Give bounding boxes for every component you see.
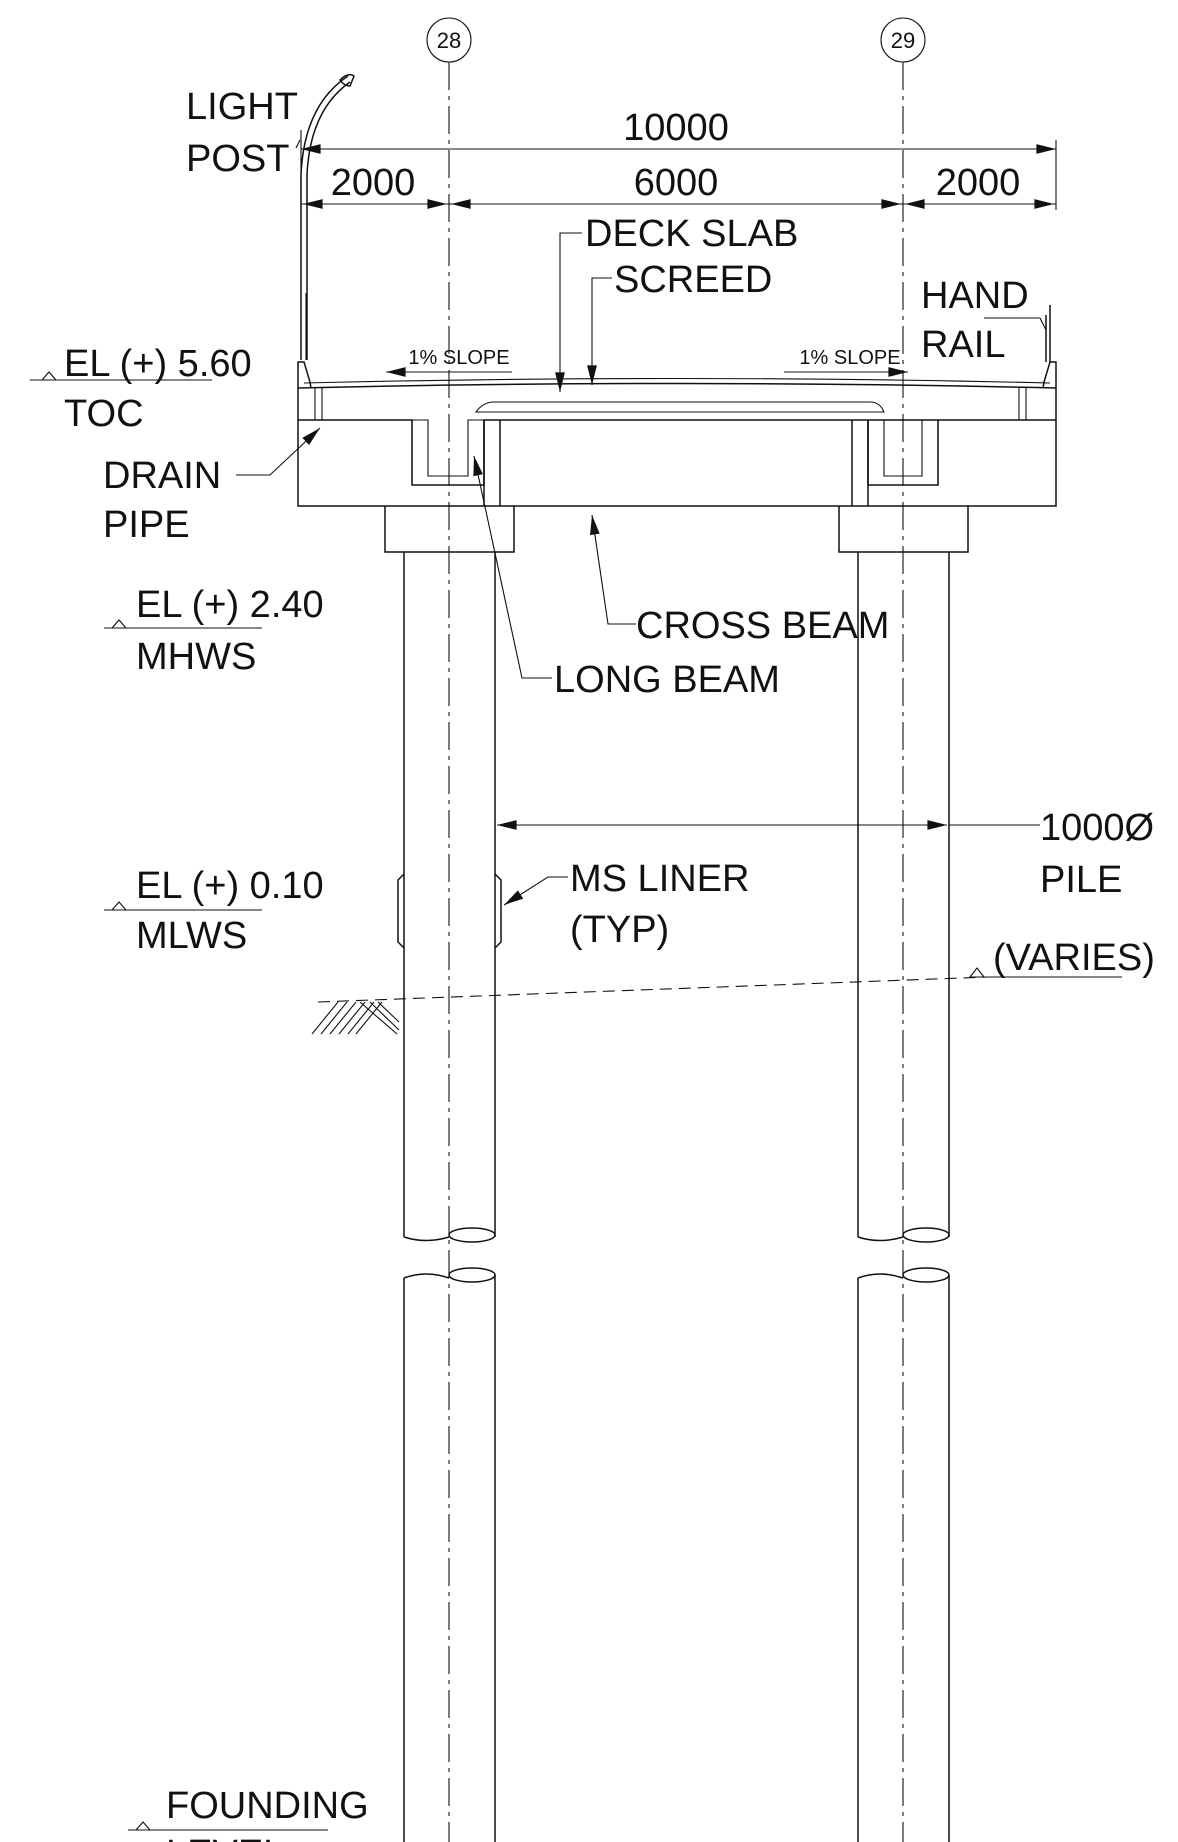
label-drain: DRAIN: [103, 455, 221, 497]
level-founding: FOUNDING LEVEL: [128, 1785, 369, 1842]
label-long-beam: LONG BEAM: [473, 455, 780, 701]
label-light: LIGHT: [186, 86, 298, 128]
label-typ-text: (TYP): [570, 909, 669, 951]
level-toc-name: TOC: [64, 393, 144, 435]
grid-line-29: 29: [880, 17, 926, 1842]
dimension-overall: 10000: [300, 107, 1057, 210]
level-marker-icon: [134, 1821, 152, 1831]
grid-label-29: 29: [891, 28, 915, 53]
label-rail: RAIL: [921, 324, 1005, 366]
level-marker-icon: [968, 967, 986, 978]
light-post: LIGHT POST: [186, 73, 355, 360]
level-mlws-value: EL (+) 0.10: [136, 865, 324, 907]
pile-right: [857, 552, 950, 1842]
level-mhws-name: MHWS: [136, 636, 256, 678]
label-drain-pipe: DRAIN PIPE: [103, 427, 321, 546]
level-marker-icon: [110, 619, 128, 629]
label-cross-beam: CROSS BEAM: [589, 514, 889, 647]
grid-label-28: 28: [437, 28, 461, 53]
label-deck-slab: DECK SLAB: [555, 213, 798, 392]
dimension-overall-text: 10000: [623, 107, 729, 149]
label-pile: 1000Ø PILE: [496, 807, 1154, 901]
slope-right: 1% SLOPE: [784, 347, 909, 377]
level-mlws-name: MLWS: [136, 915, 247, 957]
grid-bubble-28: [426, 17, 472, 63]
label-screed-text: SCREED: [614, 259, 772, 301]
grid-line-28: 28: [426, 17, 472, 1842]
dimension-left-text: 2000: [331, 162, 416, 204]
label-hand-rail: HAND RAIL: [921, 275, 1047, 366]
level-toc-value: EL (+) 5.60: [64, 343, 252, 385]
grid-bubble-29: [880, 17, 926, 63]
slope-left-text: 1% SLOPE: [408, 347, 509, 369]
seabed-line: (VARIES): [311, 937, 1155, 1035]
label-cross-beam-text: CROSS BEAM: [636, 605, 889, 647]
slope-right-text: 1% SLOPE: [799, 347, 900, 369]
label-post: POST: [186, 138, 289, 180]
label-ms-liner: MS LINER (TYP): [503, 858, 749, 951]
level-marker-icon: [40, 371, 58, 381]
deck-structure: [297, 305, 1057, 553]
label-pipe: PIPE: [103, 504, 190, 546]
level-mhws: EL (+) 2.40 MHWS: [104, 584, 324, 678]
label-ms-liner-text: MS LINER: [570, 858, 749, 900]
seabed-hatch-icon: [311, 1001, 400, 1035]
label-varies: (VARIES): [993, 937, 1155, 979]
dimension-center-text: 6000: [634, 162, 719, 204]
label-screed: SCREED: [587, 259, 772, 385]
slope-left: 1% SLOPE: [386, 347, 512, 377]
level-mlws: EL (+) 0.10 MLWS: [104, 865, 324, 957]
dimension-right-text: 2000: [936, 162, 1021, 204]
level-marker-icon: [110, 901, 128, 911]
dimension-segments: 2000 6000 2000: [301, 162, 1056, 209]
label-deck-slab-text: DECK SLAB: [585, 213, 798, 255]
label-hand: HAND: [921, 275, 1029, 317]
level-mhws-value: EL (+) 2.40: [136, 584, 324, 626]
pile-left: [397, 552, 502, 1842]
level-founding-value: FOUNDING: [166, 1785, 369, 1827]
label-pile-size: 1000Ø: [1040, 807, 1154, 849]
label-long-beam-text: LONG BEAM: [554, 659, 780, 701]
label-pile-text: PILE: [1040, 859, 1122, 901]
level-founding-name: LEVEL: [166, 1833, 284, 1842]
level-toc: EL (+) 5.60 TOC: [30, 343, 252, 435]
